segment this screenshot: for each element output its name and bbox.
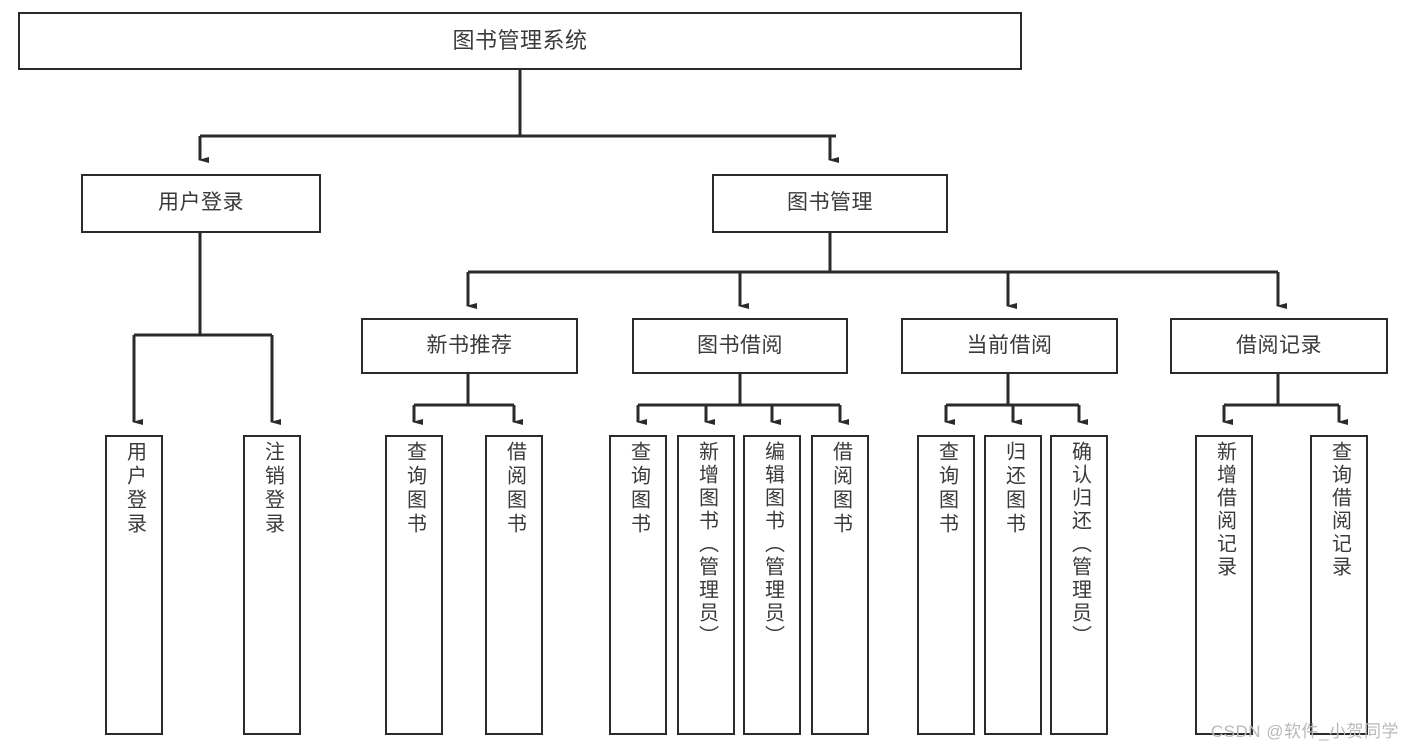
node-borrow-record-label: 借阅记录 <box>1236 333 1322 357</box>
node-user-login[interactable]: 用户登录 <box>81 174 321 233</box>
leaf-user-logout-label: 注销登录 <box>261 441 284 537</box>
node-book-borrow[interactable]: 图书借阅 <box>632 318 848 374</box>
leaf-query-book-recommend[interactable]: 查询图书 <box>385 435 443 735</box>
leaf-edit-book-label: 编辑图书（管理员） <box>761 441 784 648</box>
leaf-add-book[interactable]: 新增图书（管理员） <box>677 435 735 735</box>
leaf-borrow-book-recommend-label: 借阅图书 <box>503 441 526 537</box>
node-new-book-recommend[interactable]: 新书推荐 <box>361 318 578 374</box>
leaf-return-book-label: 归还图书 <box>1002 441 1025 537</box>
leaf-add-borrow-record-label: 新增借阅记录 <box>1213 441 1236 579</box>
leaf-return-book[interactable]: 归还图书 <box>984 435 1042 735</box>
node-root-label: 图书管理系统 <box>452 28 588 54</box>
leaf-confirm-return-label: 确认归还（管理员） <box>1068 441 1091 648</box>
node-borrow-record[interactable]: 借阅记录 <box>1170 318 1388 374</box>
leaf-query-borrow-record[interactable]: 查询借阅记录 <box>1310 435 1368 735</box>
leaf-borrow-book-label: 借阅图书 <box>829 441 852 537</box>
node-book-manage-label: 图书管理 <box>787 191 873 215</box>
leaf-confirm-return[interactable]: 确认归还（管理员） <box>1050 435 1108 735</box>
node-book-manage[interactable]: 图书管理 <box>712 174 948 233</box>
node-current-borrow-label: 当前借阅 <box>966 333 1053 357</box>
leaf-user-login-label: 用户登录 <box>123 441 146 537</box>
leaf-add-borrow-record[interactable]: 新增借阅记录 <box>1195 435 1253 735</box>
leaf-user-logout[interactable]: 注销登录 <box>243 435 301 735</box>
leaf-query-book-borrow[interactable]: 查询图书 <box>609 435 667 735</box>
node-user-login-label: 用户登录 <box>158 191 244 215</box>
watermark-text: CSDN @软件_小贺同学 <box>1210 722 1399 741</box>
leaf-query-book-borrow-label: 查询图书 <box>627 441 650 537</box>
leaf-query-book-current-label: 查询图书 <box>935 441 958 537</box>
leaf-query-book-recommend-label: 查询图书 <box>403 441 426 537</box>
node-book-borrow-label: 图书借阅 <box>697 333 783 357</box>
leaf-query-book-current[interactable]: 查询图书 <box>917 435 975 735</box>
node-current-borrow[interactable]: 当前借阅 <box>901 318 1118 374</box>
leaf-edit-book[interactable]: 编辑图书（管理员） <box>743 435 801 735</box>
leaf-borrow-book[interactable]: 借阅图书 <box>811 435 869 735</box>
leaf-user-login[interactable]: 用户登录 <box>105 435 163 735</box>
node-root[interactable]: 图书管理系统 <box>18 12 1022 70</box>
node-new-book-recommend-label: 新书推荐 <box>426 333 513 357</box>
leaf-query-borrow-record-label: 查询借阅记录 <box>1328 441 1351 579</box>
leaf-add-book-label: 新增图书（管理员） <box>695 441 718 648</box>
leaf-borrow-book-recommend[interactable]: 借阅图书 <box>485 435 543 735</box>
